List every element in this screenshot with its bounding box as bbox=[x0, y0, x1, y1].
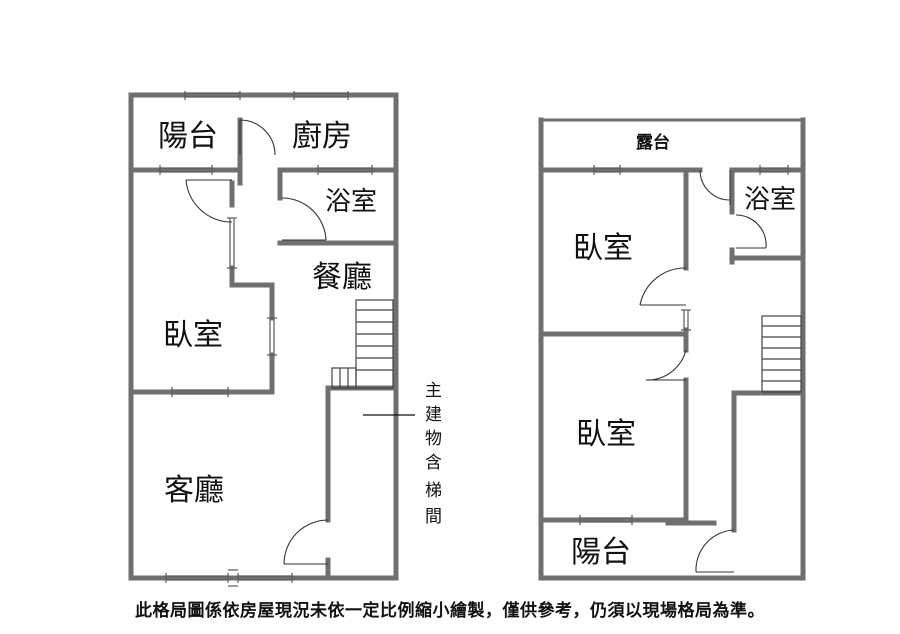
room-label-dining: 餐廳 bbox=[312, 260, 372, 295]
left-wall bbox=[325, 385, 399, 523]
room-label-bedroom-lower: 臥室 bbox=[576, 417, 636, 452]
right-outer-wall bbox=[538, 117, 735, 581]
room-label-living: 客廳 bbox=[164, 473, 224, 508]
stair-note-char: 間 bbox=[425, 507, 442, 527]
window-inner bbox=[159, 165, 373, 175]
room-label-terrace: 露台 bbox=[636, 132, 670, 153]
stairs-right bbox=[761, 315, 802, 393]
window-bedroom bbox=[171, 217, 277, 397]
disclaimer-note: 此格局圖係依房屋現況未依一定比例縮小繪製，僅供參考，仍須以現場格局為準。 bbox=[135, 601, 765, 621]
stairs-left bbox=[331, 299, 394, 389]
stair-note: 主 建 物 含 梯 間 bbox=[425, 381, 442, 527]
stair-note-char: 物 bbox=[425, 429, 442, 449]
stair-note-char: 梯 bbox=[425, 481, 442, 501]
window-top bbox=[184, 91, 349, 100]
left-outer-wall bbox=[128, 92, 399, 581]
room-label-balcony: 陽台 bbox=[571, 535, 631, 570]
right-wall bbox=[731, 390, 806, 533]
room-label-balcony: 陽台 bbox=[158, 119, 218, 154]
room-label-bedroom: 臥室 bbox=[163, 318, 223, 353]
room-label-kitchen: 廚房 bbox=[292, 119, 352, 154]
stair-note-char: 主 bbox=[425, 381, 442, 401]
room-label-bathroom: 浴室 bbox=[325, 187, 377, 217]
left-wall bbox=[229, 265, 275, 321]
right-floor-plan: 露台 浴室 臥室 臥室 陽台 bbox=[538, 117, 806, 581]
room-label-bathroom: 浴室 bbox=[744, 185, 796, 215]
stair-note-char: 建 bbox=[425, 405, 442, 425]
right-outer-wall bbox=[729, 117, 806, 581]
room-label-bedroom-upper: 臥室 bbox=[573, 231, 633, 266]
window-bottom bbox=[165, 569, 293, 587]
left-floor-plan: 陽台 廚房 浴室 餐廳 臥室 客廳 主 建 物 含 梯 間 bbox=[128, 91, 442, 587]
door-swing bbox=[639, 169, 767, 573]
window-right bbox=[579, 165, 789, 525]
door-swing bbox=[185, 119, 329, 565]
stair-note-char: 含 bbox=[425, 453, 442, 473]
